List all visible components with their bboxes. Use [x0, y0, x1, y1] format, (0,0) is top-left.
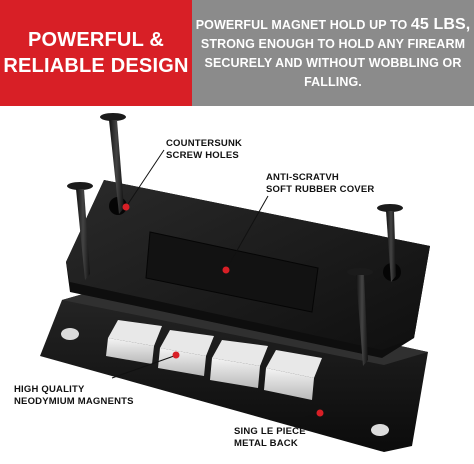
screw-1: [100, 113, 126, 214]
screw-3: [377, 204, 403, 282]
base-hole-right: [371, 424, 389, 436]
magnet-2: [158, 330, 214, 376]
headline-line-2: RELIABLE DESIGN: [3, 55, 189, 77]
description-panel: POWERFUL MAGNET HOLD UP TO 45 LBS, STRON…: [192, 0, 474, 106]
callout-countersunk-line-1: COUNTERSUNK: [166, 138, 243, 149]
base-hole-left: [61, 328, 79, 340]
callout-dots: [122, 203, 324, 417]
magnet-3: [210, 340, 268, 388]
callout-back: SING LE PIECE METAL BACK: [234, 426, 306, 450]
callout-lines: [111, 149, 319, 421]
callout-dot-magnets: [172, 351, 180, 359]
callout-rubber-line-2: SOFT RUBBER COVER: [266, 184, 375, 195]
headline-panel: POWERFUL & RELIABLE DESIGN: [0, 0, 192, 106]
rubber-cover-block: [66, 180, 430, 358]
header-banner: POWERFUL & RELIABLE DESIGN POWERFUL MAGN…: [0, 0, 474, 106]
description-line-1: POWERFUL MAGNET HOLD UP TO 45 LBS,: [196, 15, 471, 35]
callout-back-line-2: METAL BACK: [234, 438, 298, 449]
magnet-1: [106, 320, 162, 364]
callout-countersunk: COUNTERSUNK SCREW HOLES: [166, 138, 242, 162]
callout-dot-rubber: [222, 266, 230, 274]
callout-dot-back: [316, 409, 324, 417]
callout-magnets-line-1: HIGH QUALITY: [14, 384, 85, 395]
description-line-2: STRONG ENOUGH TO HOLD ANY FIREARM: [200, 36, 466, 51]
screw-4: [347, 268, 373, 366]
description-line-3: SECURELY AND WITHOUT WOBBLING OR: [204, 55, 462, 70]
headline-line-1: POWERFUL &: [27, 29, 165, 51]
description-line-4: FALLING.: [304, 74, 362, 89]
callout-magnets-line-2: NEODYMIUM MAGNENTS: [14, 396, 134, 407]
magnets: [106, 320, 322, 400]
callout-rubber-line-1: ANTI-SCRATVH: [266, 172, 339, 183]
screw-2: [67, 182, 93, 280]
magnet-4: [264, 350, 322, 400]
callout-countersunk-line-2: SCREW HOLES: [166, 150, 239, 161]
description-prefix: POWERFUL MAGNET HOLD UP TO: [195, 17, 411, 32]
product-photo: [40, 113, 430, 452]
weight-emphasis: 45 LBS,: [410, 15, 471, 33]
rubber-pad: [145, 231, 319, 313]
callout-rubber: ANTI-SCRATVH SOFT RUBBER COVER: [266, 172, 374, 196]
callout-dot-countersunk: [122, 203, 130, 211]
callout-magnets: HIGH QUALITY NEODYMIUM MAGNENTS: [14, 384, 134, 408]
callout-back-line-1: SING LE PIECE: [234, 426, 306, 437]
